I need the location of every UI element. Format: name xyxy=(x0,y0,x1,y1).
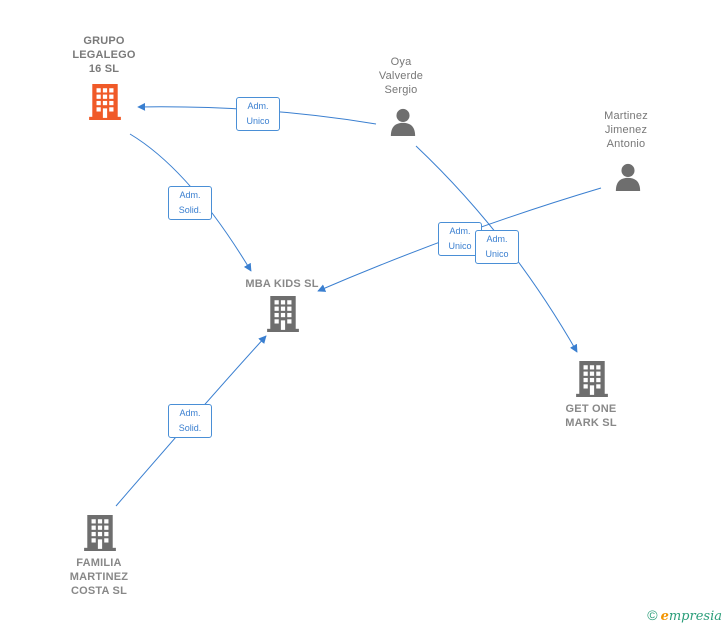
edge-label-line: Adm. xyxy=(486,234,508,244)
edge-label-line: Solid. xyxy=(178,423,202,433)
person-icon[interactable] xyxy=(615,163,641,191)
node-label-familia-martinez[interactable]: FAMILIA MARTINEZ COSTA SL xyxy=(69,557,129,597)
node-label-get-one-mark[interactable]: GET ONE MARK SL xyxy=(565,403,617,429)
copyright-icon: © xyxy=(647,607,658,623)
edge-label-oya-grupo: Adm. Unico xyxy=(236,97,280,131)
empresia-logo: ©empresia xyxy=(647,607,722,624)
brand-e: e xyxy=(660,609,669,624)
node-label-martinez-jimenez[interactable]: Martinez Jimenez Antonio xyxy=(604,110,648,150)
brand-name: mpresia xyxy=(668,609,722,624)
edge-label-oya-getone: Adm. Unico xyxy=(475,230,519,264)
edge-label-line: Unico xyxy=(448,241,472,251)
edge-label-martinez-mba: Adm. Unico xyxy=(438,222,482,256)
edge-label-grupo-mba: Adm. Solid. xyxy=(168,186,212,220)
edge-label-line: Solid. xyxy=(178,205,202,215)
node-label-oya-valverde[interactable]: Oya Valverde Sergio xyxy=(378,56,424,96)
building-icon[interactable] xyxy=(576,361,608,397)
edge-label-familia-mba: Adm. Solid. xyxy=(168,404,212,438)
edge-label-line: Adm. xyxy=(179,190,201,200)
edge-label-line: Unico xyxy=(485,249,509,259)
edge-label-line: Adm. xyxy=(449,226,471,236)
node-label-grupo-legalego[interactable]: GRUPO LEGALEGO 16 SL xyxy=(72,35,136,75)
node-label-mba-kids[interactable]: MBA KIDS SL xyxy=(245,278,319,290)
building-icon[interactable] xyxy=(267,296,299,332)
building-icon[interactable] xyxy=(84,515,116,551)
person-icon[interactable] xyxy=(390,108,416,136)
edge-label-line: Adm. xyxy=(247,101,269,111)
edge-label-line: Adm. xyxy=(179,408,201,418)
building-icon[interactable] xyxy=(89,84,121,120)
edge-label-line: Unico xyxy=(246,116,270,126)
